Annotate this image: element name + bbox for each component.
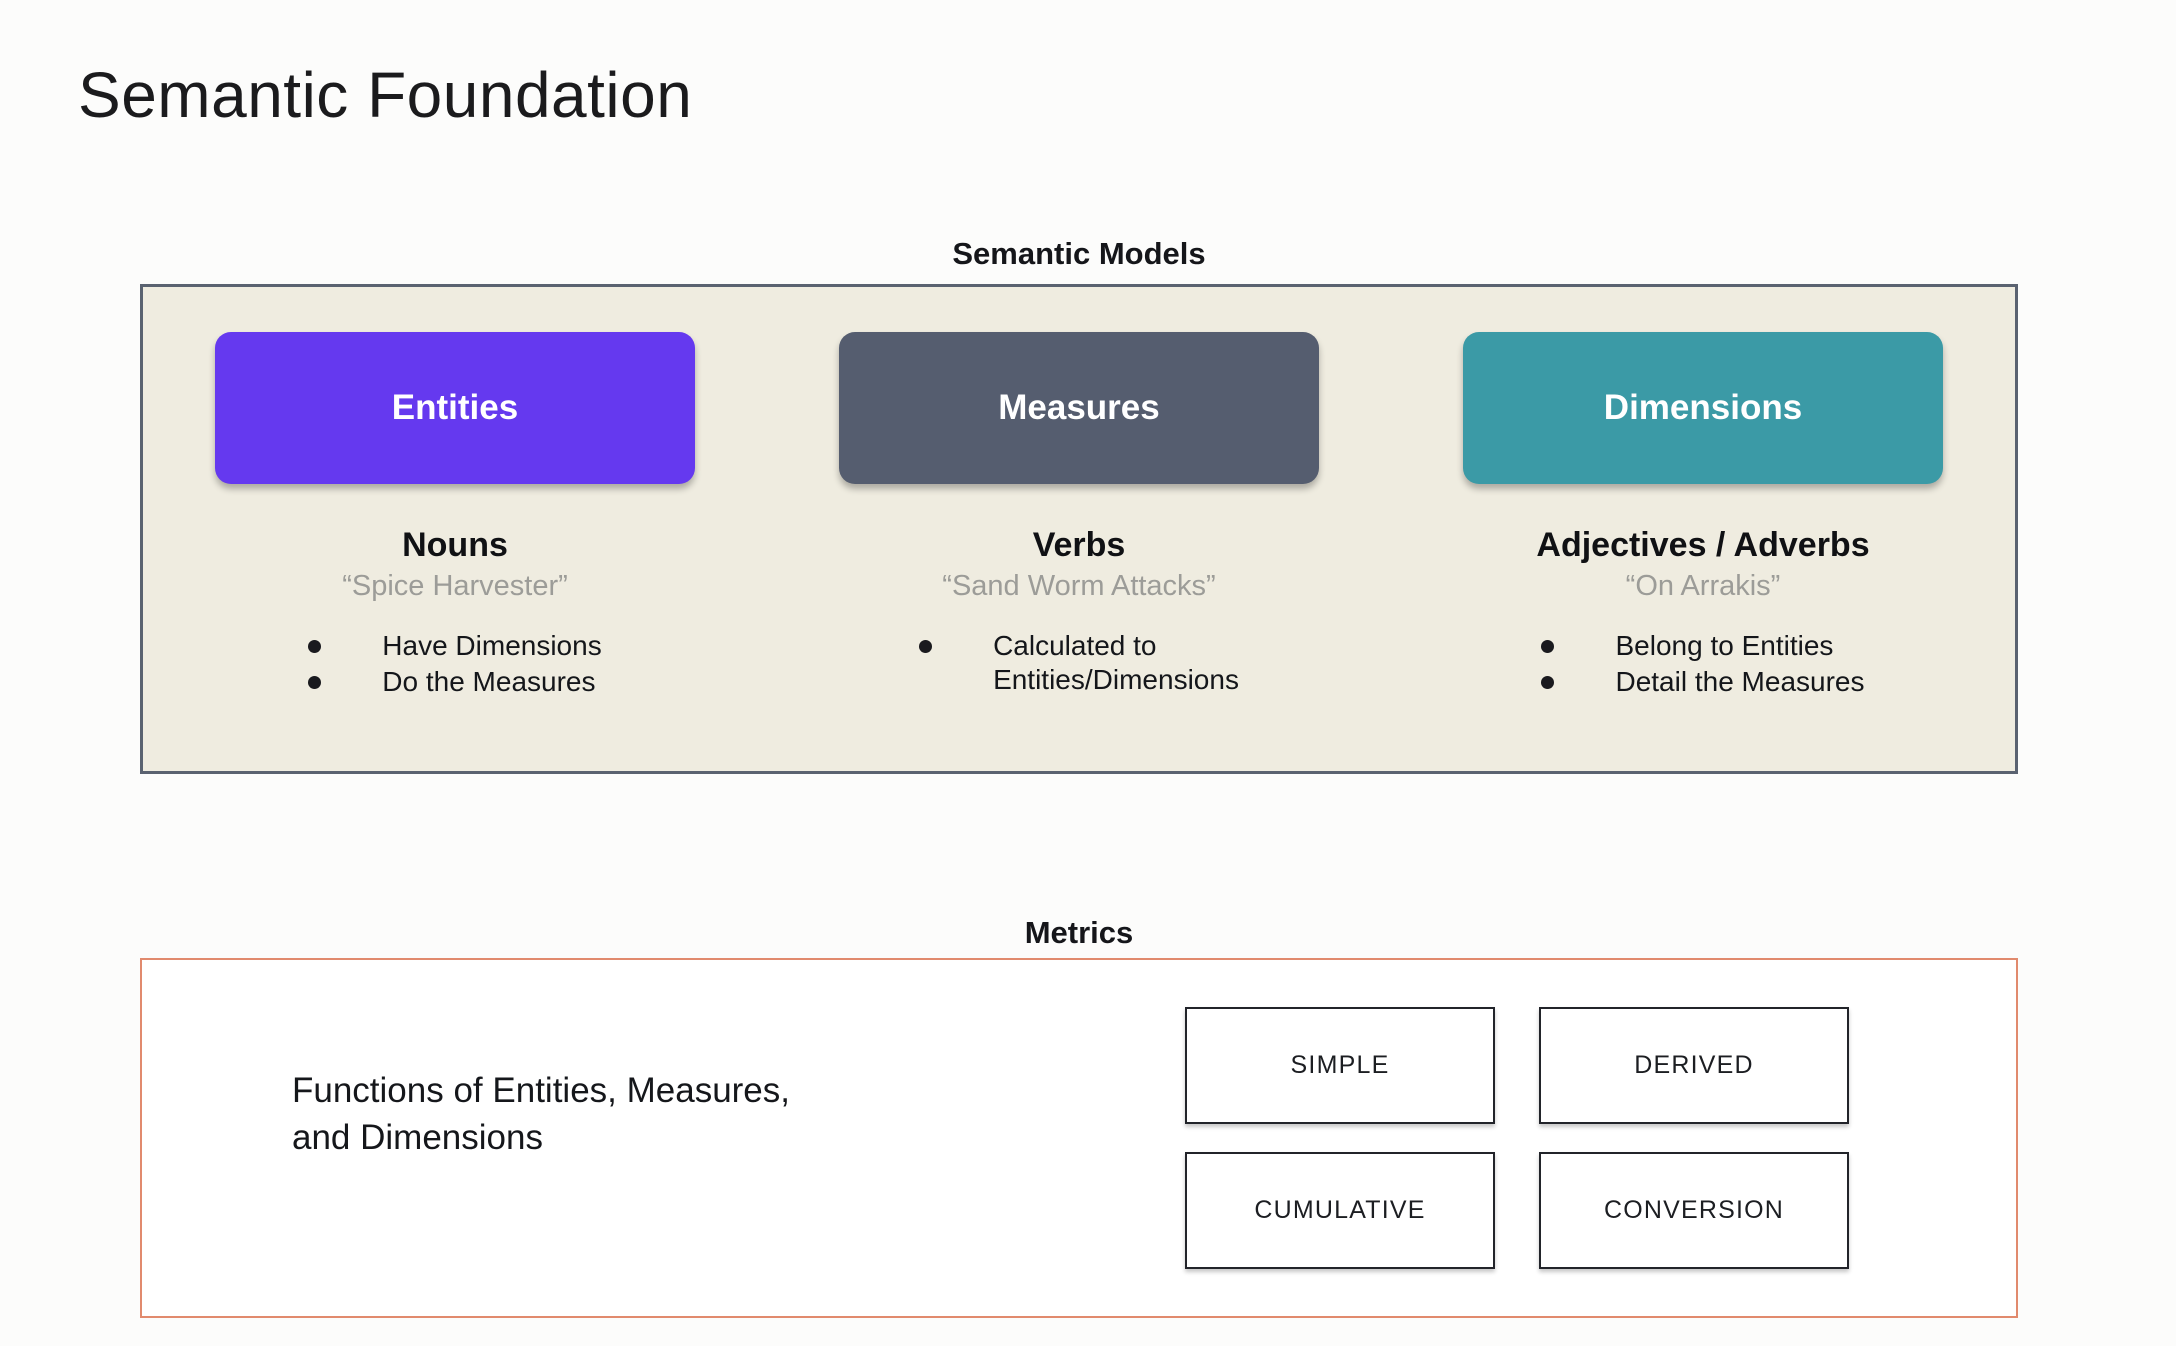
- semantic-models-heading-label: Semantic Models: [938, 236, 1220, 271]
- example-entities: “Spice Harvester”: [342, 569, 568, 602]
- bullet-icon: [1541, 675, 1555, 689]
- chip-measures[interactable]: Measures: [839, 332, 1319, 484]
- model-column-dimensions: Dimensions Adjectives / Adverbs “On Arra…: [1391, 287, 2015, 771]
- semantic-models-columns: Entities Nouns “Spice Harvester” Have Di…: [143, 287, 2015, 771]
- bullet-list-dimensions: Belong to Entities Detail the Measures: [1541, 629, 1865, 701]
- list-item: Belong to Entities: [1541, 629, 1864, 663]
- list-item: Calculated to Entities/Dimensions: [919, 629, 1239, 697]
- model-column-entities: Entities Nouns “Spice Harvester” Have Di…: [143, 287, 767, 771]
- metric-type-conversion[interactable]: CONVERSION: [1539, 1152, 1849, 1269]
- metric-type-cumulative[interactable]: CUMULATIVE: [1185, 1152, 1495, 1269]
- example-dimensions: “On Arrakis”: [1625, 569, 1781, 602]
- chip-entities[interactable]: Entities: [215, 332, 695, 484]
- list-item-label: Have Dimensions: [382, 629, 602, 661]
- metric-type-simple[interactable]: SIMPLE: [1185, 1007, 1495, 1124]
- list-item: Detail the Measures: [1541, 665, 1865, 699]
- list-item-label: Detail the Measures: [1615, 665, 1865, 697]
- metrics-heading-label: Metrics: [1010, 915, 1148, 950]
- list-item-label: Calculated to Entities/Dimensions: [993, 629, 1239, 695]
- bullet-icon: [308, 675, 322, 689]
- example-measures: “Sand Worm Attacks”: [942, 569, 1216, 602]
- metrics-description: Functions of Entities, Measures, and Dim…: [292, 1071, 790, 1157]
- metric-type-derived[interactable]: DERIVED: [1539, 1007, 1849, 1124]
- bullet-list-measures: Calculated to Entities/Dimensions: [919, 629, 1239, 699]
- list-item: Do the Measures: [308, 665, 601, 699]
- metrics-heading: Metrics: [140, 915, 2018, 951]
- metrics-type-grid: SIMPLE DERIVED CUMULATIVE CONVERSION: [1185, 1007, 1849, 1269]
- model-column-measures: Measures Verbs “Sand Worm Attacks” Calcu…: [767, 287, 1391, 771]
- list-item-label: Do the Measures: [382, 665, 596, 697]
- bullet-icon: [1541, 639, 1555, 653]
- chip-dimensions[interactable]: Dimensions: [1463, 332, 1943, 484]
- part-of-speech-measures: Verbs: [1032, 526, 1126, 564]
- bullet-icon: [919, 639, 933, 653]
- metrics-panel: Functions of Entities, Measures, and Dim…: [140, 958, 2018, 1318]
- list-item-label: Belong to Entities: [1615, 629, 1834, 661]
- part-of-speech-dimensions: Adjectives / Adverbs: [1536, 526, 1870, 564]
- semantic-models-panel: Entities Nouns “Spice Harvester” Have Di…: [140, 284, 2018, 774]
- part-of-speech-entities: Nouns: [402, 526, 508, 564]
- semantic-models-heading: Semantic Models: [140, 236, 2018, 272]
- bullet-list-entities: Have Dimensions Do the Measures: [308, 629, 602, 701]
- page-title: Semantic Foundation: [78, 59, 693, 131]
- bullet-icon: [308, 639, 322, 653]
- list-item: Have Dimensions: [308, 629, 602, 663]
